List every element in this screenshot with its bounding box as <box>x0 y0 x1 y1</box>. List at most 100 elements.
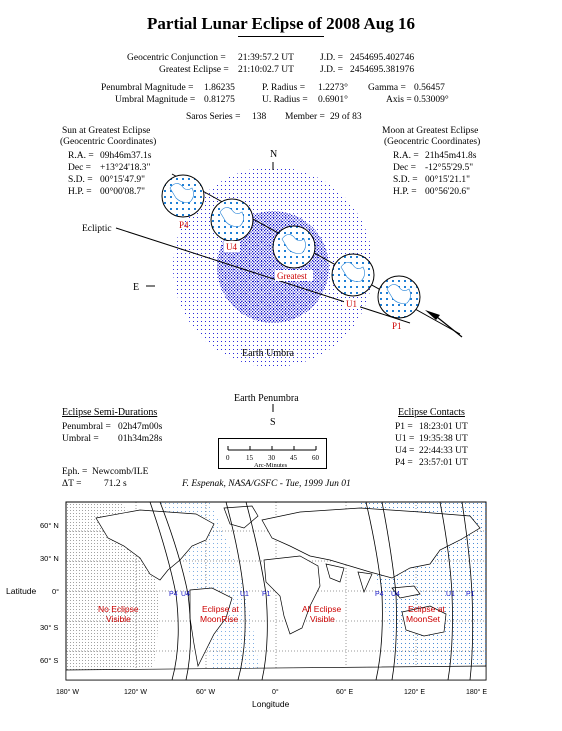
region-moonrise-line2: MoonRise <box>200 614 239 624</box>
contact-label-greatest: Greatest <box>277 271 307 281</box>
map-curve-label-p4-east: P4 <box>375 591 384 598</box>
continents <box>66 505 486 680</box>
moon-dec-label: Dec = <box>393 163 417 173</box>
region-no-eclipse-line2: Visible <box>106 614 131 624</box>
path-arrow-shaft <box>431 312 463 338</box>
saros-value: 138 <box>252 112 267 122</box>
title-underline <box>238 36 324 37</box>
lon-tick-120w: 120° W <box>124 688 147 696</box>
penumbral-value: 02h47m00s <box>118 422 163 432</box>
eph-label: Eph. = <box>62 467 88 477</box>
contact-label-p1: P1 <box>392 321 402 331</box>
south-label: S <box>270 417 276 428</box>
member-value: 29 of 83 <box>330 112 362 122</box>
contact-p4-label: P4 = <box>395 458 413 468</box>
lat-tick-30s: 30° S <box>40 623 58 632</box>
moon-hp-label: H.P. = <box>393 187 417 197</box>
conjunction-label: Geocentric Conjunction = <box>127 53 226 63</box>
conjunction-jd-label: J.D. = <box>320 53 344 63</box>
moon-p4 <box>161 174 205 218</box>
axis-label: Axis = <box>386 95 412 105</box>
map-curve-label-u1-west: U1 <box>240 591 249 598</box>
member-label: Member = <box>285 112 325 122</box>
scale-tick-0: 0 <box>226 454 230 462</box>
contact-u4-label: U4 = <box>395 446 415 456</box>
region-moonrise-line1: Eclipse at <box>202 604 239 614</box>
sun-heading: Sun at Greatest Eclipse <box>62 126 151 136</box>
lat-tick-60s: 60° S <box>40 656 58 665</box>
moon-sd-label: S.D. = <box>393 175 418 185</box>
contact-u4-value: 22:44:33 UT <box>419 446 468 456</box>
visibility-map: P4 U4 U1 P1 P4 U4 U1 P1 No Eclipse Visib… <box>6 501 487 709</box>
contact-curves <box>149 502 474 680</box>
saros-label: Saros Series = <box>186 112 241 122</box>
umbra-label: Earth Umbra <box>242 348 294 359</box>
arc-minute-scale: 0 15 30 45 60 Arc-Minutes <box>218 438 327 469</box>
scale-tick-45: 45 <box>290 454 298 462</box>
credit-line: F. Espenak, NASA/GSFC - Tue, 1999 Jun 01 <box>182 479 351 489</box>
map-curve-label-p1-west: P1 <box>262 591 271 598</box>
scale-tick-60: 60 <box>312 454 320 462</box>
sun-sd-label: S.D. = <box>68 175 93 185</box>
gamma-value: 0.56457 <box>414 83 445 93</box>
region-all-visible-line2: Visible <box>310 614 335 624</box>
moon-hp-value: 00°56'20.6" <box>425 187 471 197</box>
greatest-jd: 2454695.381976 <box>350 65 415 75</box>
moon-ra-label: R.A. = <box>393 151 419 161</box>
moon-p1 <box>377 275 421 319</box>
contact-u1-value: 19:35:38 UT <box>419 434 468 444</box>
scale-label: Arc-Minutes <box>254 462 288 469</box>
sun-subheading: (Geocentric Coordinates) <box>60 137 157 147</box>
scale-tick-15: 15 <box>246 454 254 462</box>
contact-label-u4: U4 <box>226 242 237 252</box>
map-curve-label-u4-east: U4 <box>391 591 400 598</box>
map-curve-label-u1-east: U1 <box>446 591 455 598</box>
path-arrow-icon <box>425 310 440 320</box>
map-xlabel: Longitude <box>252 699 290 709</box>
delta-t-value: 71.2 s <box>104 479 127 489</box>
moon-greatest <box>272 225 316 269</box>
region-all-visible-line1: All Eclipse <box>302 604 341 614</box>
region-no-eclipse-line1: No Eclipse <box>98 604 139 614</box>
sun-ra-value: 09h46m37.1s <box>100 151 152 161</box>
greatest-value: 21:10:02.7 UT <box>238 65 294 75</box>
penumbra-label: Earth Penumbra <box>234 393 299 404</box>
moon-subheading: (Geocentric Coordinates) <box>384 137 481 147</box>
penumbral-label: Penumbral = <box>62 422 111 432</box>
moon-u4 <box>210 198 254 242</box>
pen-mag-value: 1.86235 <box>204 83 235 93</box>
page-title: Partial Lunar Eclipse of 2008 Aug 16 <box>147 14 415 33</box>
sun-dec-value: +13°24'18.3" <box>100 163 151 173</box>
map-curve-label-u4-west: U4 <box>181 591 190 598</box>
moon-u1 <box>331 253 375 297</box>
lon-tick-0: 0° <box>272 688 279 696</box>
greatest-jd-label: J.D. = <box>320 65 344 75</box>
eclipse-diagram: N S E Ecliptic Earth Umbra Earth Penumbr… <box>82 149 463 428</box>
lon-tick-120e: 120° E <box>404 688 425 696</box>
p-radius-label: P. Radius = <box>262 83 306 93</box>
sun-hp-value: 00°00'08.7" <box>100 187 146 197</box>
lon-tick-180e: 180° E <box>466 688 487 696</box>
contacts-heading: Eclipse Contacts <box>398 407 465 418</box>
lon-tick-180w: 180° W <box>56 688 79 696</box>
moon-heading: Moon at Greatest Eclipse <box>382 126 479 136</box>
lat-tick-0: 0° <box>52 587 59 596</box>
scale-tick-30: 30 <box>268 454 276 462</box>
sun-hp-label: H.P. = <box>68 187 92 197</box>
delta-t-label: ΔT = <box>62 479 82 489</box>
lon-tick-60w: 60° W <box>196 688 216 696</box>
lat-tick-60n: 60° N <box>40 521 59 530</box>
conjunction-value: 21:39:57.2 UT <box>238 53 294 63</box>
contact-label-p4: P4 <box>179 220 189 230</box>
umb-mag-value: 0.81275 <box>204 95 235 105</box>
north-label: N <box>270 149 277 160</box>
p-radius-value: 1.2273° <box>318 83 348 93</box>
contact-p1-value: 18:23:01 UT <box>419 422 468 432</box>
map-ylabel: Latitude <box>6 586 37 596</box>
sun-sd-value: 00°15'47.9" <box>100 175 146 185</box>
contact-p1-label: P1 = <box>395 422 413 432</box>
contact-p4-value: 23:57:01 UT <box>419 458 468 468</box>
ecliptic-label: Ecliptic <box>82 224 112 234</box>
moon-dec-value: -12°55'29.5" <box>425 163 474 173</box>
lon-tick-60e: 60° E <box>336 688 354 696</box>
